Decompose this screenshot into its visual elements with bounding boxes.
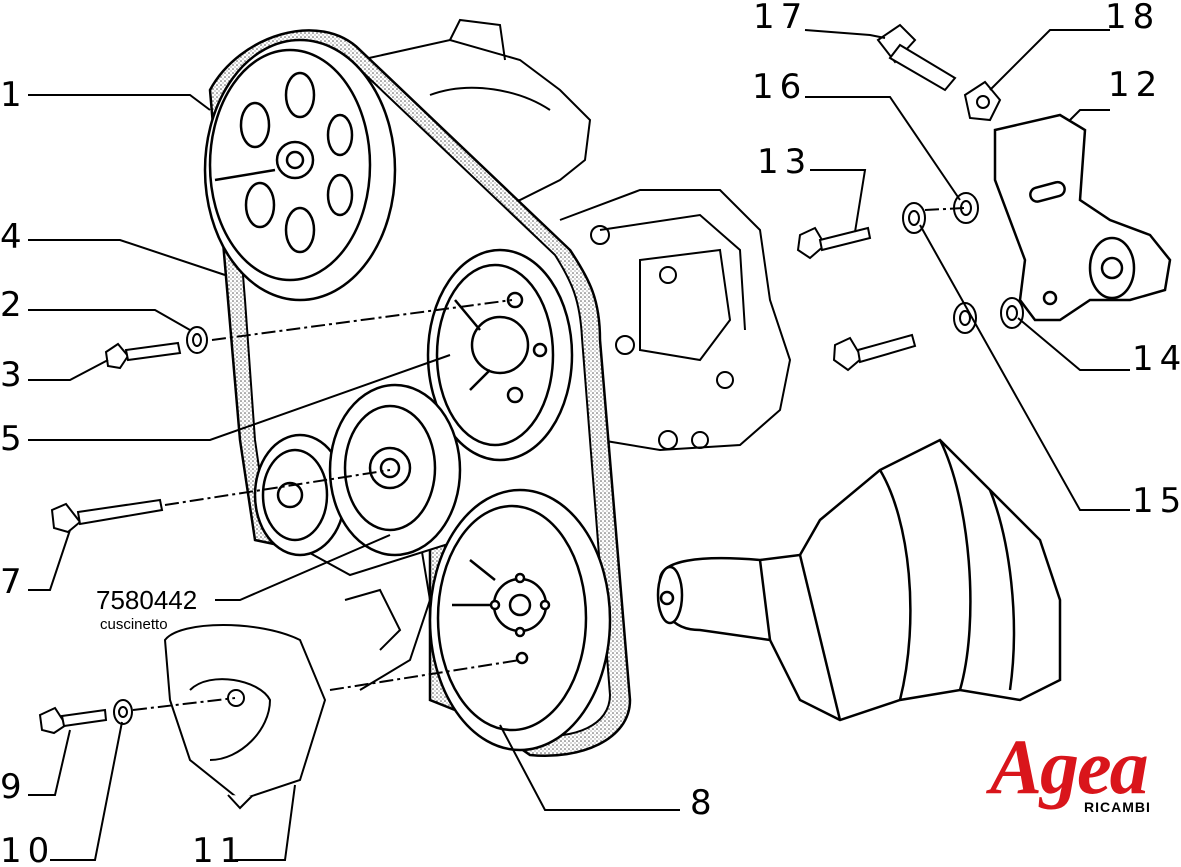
callout-13: 13 <box>757 142 813 182</box>
bracket <box>993 113 1172 322</box>
callout-15: 15 <box>1132 481 1181 521</box>
leader-lines <box>28 29 1130 861</box>
callout-8: 8 <box>690 783 718 823</box>
part-description: cuscinetto <box>100 616 168 633</box>
callout-7: 7 <box>0 562 28 602</box>
part-number: 7580442 <box>96 585 198 615</box>
callout-10: 10 <box>0 831 56 867</box>
pulley-power-steering <box>203 38 397 302</box>
callout-9: 9 <box>0 767 28 807</box>
callout-2: 2 <box>0 285 28 325</box>
cover-plate <box>163 624 327 810</box>
callout-11: 11 <box>192 831 248 867</box>
logo-wordmark: Agea <box>990 723 1149 810</box>
callout-3: 3 <box>0 355 28 395</box>
callout-5: 5 <box>0 419 28 459</box>
pulley-alternator <box>426 248 574 462</box>
callout-17: 17 <box>753 0 809 37</box>
crankshaft <box>656 438 1062 722</box>
callout-4: 4 <box>0 217 28 257</box>
callout-14: 14 <box>1132 339 1181 379</box>
tensioner-pulleys <box>253 383 462 557</box>
callout-1: 1 <box>0 75 28 115</box>
callout-16: 16 <box>752 67 808 107</box>
logo-subtitle: RICAMBI <box>1084 799 1151 815</box>
pulley-crankshaft <box>428 488 612 752</box>
fasteners <box>38 23 1024 735</box>
callout-18: 18 <box>1105 0 1161 37</box>
assembly-axes <box>132 207 966 711</box>
callout-12: 12 <box>1108 65 1164 105</box>
